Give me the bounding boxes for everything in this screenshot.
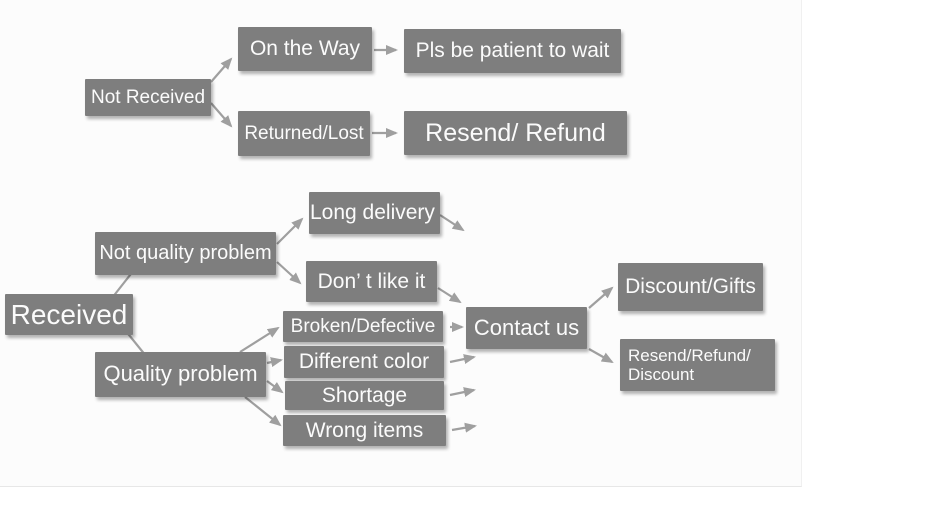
edge-diffcolor-contact — [449, 354, 476, 364]
node-received: Received — [5, 294, 133, 335]
node-pls-be-patient: Pls be patient to wait — [404, 29, 621, 73]
node-resend-refund-discount-line1: Resend/Refund/ — [628, 345, 751, 365]
node-long-delivery: Long delivery — [309, 192, 440, 234]
edge-contact-discountgifts — [588, 286, 614, 309]
edge-quality-shortage — [266, 380, 284, 394]
node-not-quality-problem: Not quality problem — [95, 232, 276, 275]
edge-quality-diffcolor — [266, 357, 283, 368]
node-wrong-items: Wrong items — [283, 415, 446, 446]
node-shortage: Shortage — [285, 381, 444, 410]
node-returned-lost: Returned/Lost — [238, 111, 370, 156]
edge-quality-broken — [239, 326, 280, 353]
node-broken-defective: Broken/Defective — [283, 311, 443, 342]
edge-notreceived-returned — [210, 102, 233, 128]
edge-shortage-contact — [449, 387, 476, 397]
node-resend-refund-discount-line2: Discount — [628, 365, 695, 384]
edge-dontlike-contact — [437, 287, 462, 304]
node-not-received: Not Received — [85, 79, 211, 116]
edge-notquality-longdelivery — [276, 217, 304, 245]
edge-wrongitems-contact — [451, 422, 477, 433]
edge-longdelivery-out — [439, 214, 465, 232]
node-resend-refund: Resend/ Refund — [404, 111, 627, 155]
node-quality-problem: Quality problem — [95, 352, 266, 397]
node-resend-refund-discount: Resend/Refund/ Discount — [620, 339, 775, 391]
edge-quality-wrongitems — [244, 396, 282, 427]
node-contact-us: Contact us — [466, 307, 587, 349]
node-on-the-way: On the Way — [238, 27, 372, 71]
node-different-color: Different color — [284, 346, 444, 378]
edge-notquality-dontlike — [276, 261, 302, 285]
edge-contact-rrd — [588, 348, 614, 363]
node-dont-like-it: Don’ t like it — [306, 261, 437, 302]
node-discount-gifts: Discount/Gifts — [618, 263, 763, 311]
edge-notreceived-ontheway — [210, 57, 233, 83]
